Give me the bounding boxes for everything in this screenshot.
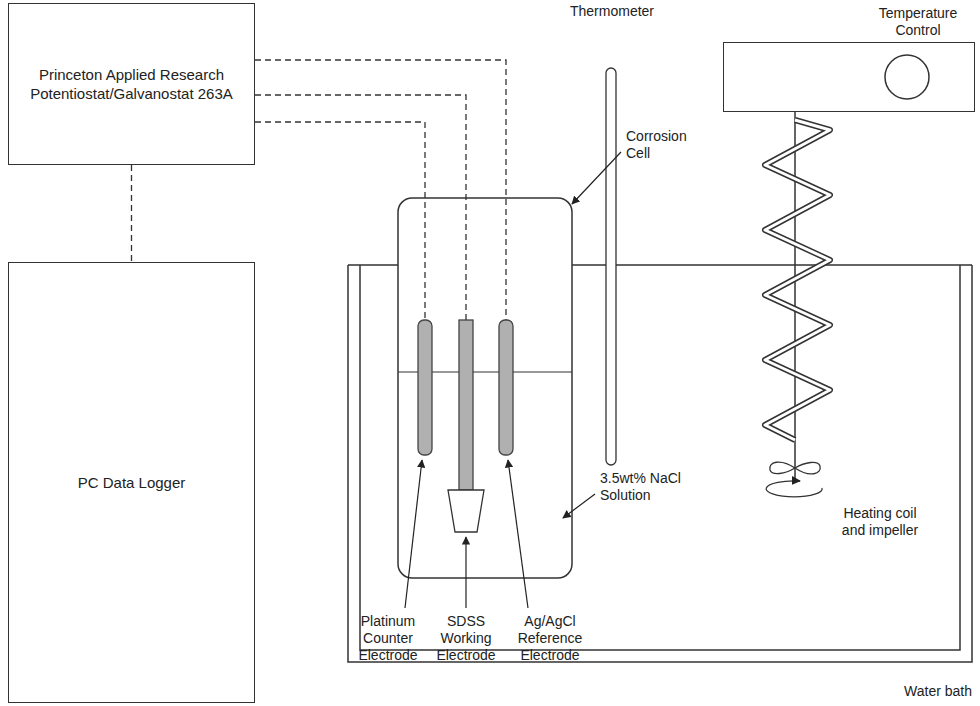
counter-electrode <box>418 320 432 455</box>
part-label: Ag/AgCl Reference Electrode <box>508 613 593 664</box>
impeller-shaft <box>794 112 796 480</box>
leader-lines <box>405 152 621 608</box>
part-label: SDSS Working Electrode <box>429 613 504 664</box>
thermometer <box>606 68 616 465</box>
corrosion-cell <box>398 198 572 578</box>
part-label: Corrosion Cell <box>626 128 701 162</box>
part-label: Thermometer <box>557 3 667 20</box>
box-text: Temperature Control <box>872 5 964 39</box>
controller-box: Temperature Control <box>723 42 975 112</box>
impeller <box>770 462 820 474</box>
reference-electrode <box>499 320 513 455</box>
part-label: 3.5wt% NaCl Solution <box>600 470 695 504</box>
computer-box: PC Data Logger <box>8 262 255 703</box>
electrode-wires <box>255 60 506 320</box>
box-text: Princeton Applied Research Potentiostat/… <box>24 65 239 103</box>
specimen-holder <box>448 490 484 532</box>
dashed-connector <box>131 165 132 262</box>
rotation-arrow <box>766 481 822 497</box>
part-label: Water bath <box>898 683 978 700</box>
control-dial <box>885 55 929 99</box>
heating-coil <box>765 120 830 440</box>
part-label: Heating coil and impeller <box>835 505 925 539</box>
working-electrode <box>459 320 473 490</box>
instrument-box: Princeton Applied Research Potentiostat/… <box>8 3 255 165</box>
box-text: PC Data Logger <box>32 473 232 492</box>
part-label: Platinum Counter Electrode <box>346 613 431 664</box>
